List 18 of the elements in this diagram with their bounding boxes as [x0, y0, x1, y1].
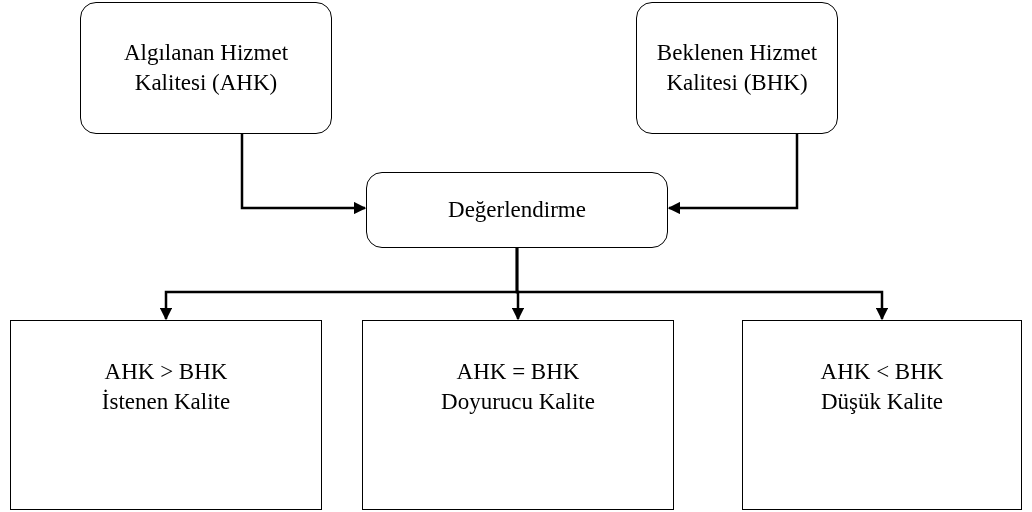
- box-text: Algılanan Hizmet Kalitesi (AHK): [122, 39, 290, 97]
- box-text: İstenen Kalite: [101, 387, 231, 416]
- arrow: [240, 134, 367, 215]
- result-box: [10, 320, 322, 510]
- box-text: AHK = BHK: [456, 358, 580, 386]
- box-text: Düşük Kalite: [821, 387, 943, 416]
- rounded-box: [80, 2, 332, 134]
- box-text: AHK < BHK: [820, 358, 944, 386]
- box-text: Değerlendirme: [448, 196, 586, 225]
- rounded-box: [366, 172, 668, 248]
- box-text: Beklenen Hizmet Kalitesi (BHK): [655, 39, 819, 97]
- arrow: [515, 248, 889, 321]
- box-text: Doyurucu Kalite: [441, 387, 595, 416]
- rounded-box: [636, 2, 838, 134]
- result-box: [362, 320, 674, 510]
- arrow: [667, 134, 799, 215]
- box-text: AHK > BHK: [104, 358, 228, 386]
- result-box: [742, 320, 1022, 510]
